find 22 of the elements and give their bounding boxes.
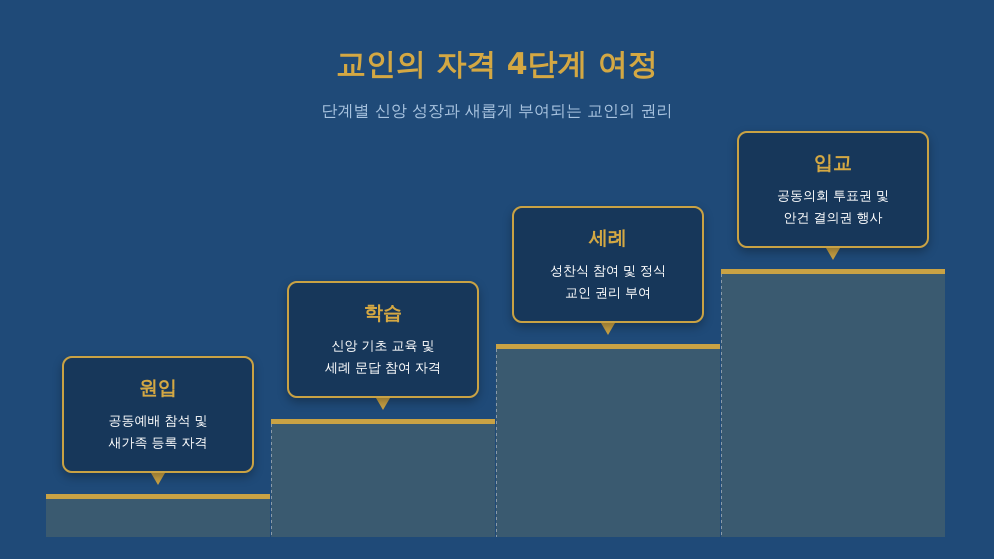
callout-box (512, 206, 704, 323)
callout-box (287, 281, 479, 398)
stage-description: 공동의회 투표권 및 안건 결의권 행사 (776, 188, 890, 228)
pointer-arrow (601, 323, 615, 335)
step-block (496, 344, 720, 538)
pointer-arrow (376, 398, 390, 410)
stage-heading: 원입 (139, 376, 177, 402)
step-block (721, 269, 945, 538)
stage-description: 신앙 기초 교육 및 세례 문답 참여 자격 (324, 338, 442, 378)
stage-heading: 학습 (364, 301, 402, 326)
stage-description: 공동예배 참석 및 새가족 등록 자격 (107, 413, 209, 452)
stage-heading: 입교 (814, 151, 852, 176)
pointer-arrow (826, 248, 840, 260)
callout-box (62, 356, 254, 473)
pointer-arrow (151, 473, 165, 485)
step-block (46, 494, 270, 537)
stage-heading: 세례 (589, 226, 627, 252)
stage-description: 성찬식 참여 및 정식 교인 권리 부여 (548, 263, 668, 302)
subtitle: 단계별 신앙 성장과 새롭게 부여되는 교인의 권리 (320, 101, 674, 122)
step-block (271, 419, 495, 538)
callout-box (737, 131, 929, 248)
title: 교인의 자격 4단계 여정 (334, 46, 660, 84)
